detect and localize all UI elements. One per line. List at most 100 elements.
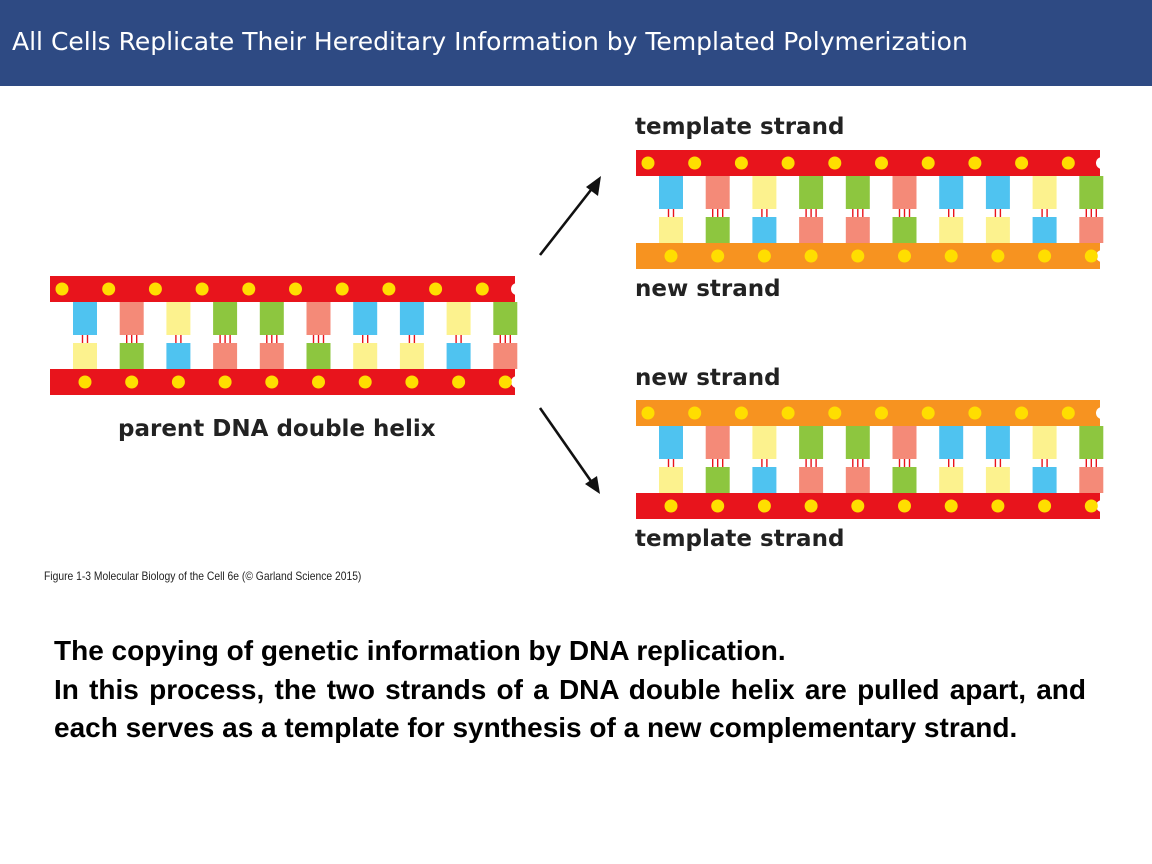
strand-end-notch [511, 376, 523, 388]
base-salmon [119, 302, 144, 335]
base-green [119, 343, 144, 369]
phosphate [429, 282, 443, 296]
phosphate [898, 499, 911, 513]
strand-end-notch [1096, 407, 1108, 419]
base-blue [353, 302, 378, 335]
base-yellow [752, 426, 777, 459]
phosphate [498, 375, 512, 389]
base-green [1079, 176, 1104, 209]
base-blue [166, 343, 191, 369]
parent-dna-helix [50, 276, 523, 395]
phosphate [405, 375, 419, 389]
base-salmon [705, 176, 730, 209]
base-salmon [259, 343, 284, 369]
base-salmon [306, 302, 331, 335]
phosphate [688, 406, 702, 420]
base-yellow [752, 176, 777, 209]
bottom-new-strand-label: new strand [635, 365, 781, 391]
phosphate [195, 282, 209, 296]
phosphate [1061, 406, 1075, 420]
base-yellow [446, 302, 471, 335]
phosphate [968, 156, 982, 170]
phosphate [781, 406, 795, 420]
base-salmon [845, 217, 870, 243]
top-daughter-helix [636, 150, 1108, 269]
base-yellow [985, 217, 1010, 243]
parent-strand-lower [50, 369, 515, 395]
base-blue [1032, 217, 1057, 243]
phosphate [1084, 499, 1098, 513]
phosphate [664, 499, 678, 513]
phosphate [757, 499, 771, 513]
base-green [892, 217, 917, 243]
base-yellow [939, 467, 964, 493]
phosphate [78, 375, 92, 389]
top-template-strand-label: template strand [635, 114, 844, 140]
base-green [892, 467, 917, 493]
top-new-strand-label: new strand [635, 276, 781, 302]
phosphate [734, 156, 748, 170]
dna-replication-figure: parent DNA double helix template strand … [50, 114, 1108, 552]
phosphate [921, 406, 935, 420]
base-blue [985, 176, 1010, 209]
base-blue [752, 217, 777, 243]
base-blue [73, 302, 97, 335]
base-yellow [1032, 426, 1057, 459]
phosphate [781, 156, 795, 170]
strand-end-notch [511, 283, 523, 295]
base-salmon [845, 467, 870, 493]
phosphate [664, 249, 678, 263]
base-green [799, 426, 824, 459]
base-yellow [399, 343, 424, 369]
phosphate [148, 282, 162, 296]
phosphate [688, 156, 702, 170]
template-strand [636, 493, 1100, 519]
phosphate [898, 249, 911, 263]
base-blue [659, 426, 683, 459]
base-blue [752, 467, 777, 493]
phosphate [875, 156, 888, 170]
phosphate [1061, 156, 1075, 170]
base-green [799, 176, 824, 209]
phosphate [102, 282, 116, 296]
base-green [705, 467, 730, 493]
base-yellow [1032, 176, 1057, 209]
base-green [213, 302, 238, 335]
phosphate [265, 375, 279, 389]
phosphate [289, 282, 302, 296]
phosphate [125, 375, 139, 389]
phosphate [452, 375, 466, 389]
parent-helix-label: parent DNA double helix [118, 416, 436, 442]
base-blue [939, 176, 964, 209]
phosphate [968, 406, 982, 420]
parent-strand-upper [50, 276, 515, 302]
phosphate [851, 499, 865, 513]
base-salmon [705, 426, 730, 459]
phosphate [475, 282, 489, 296]
base-yellow [985, 467, 1010, 493]
phosphate [944, 499, 958, 513]
caption-heading: The copying of genetic information by DN… [54, 635, 786, 666]
phosphate [55, 282, 69, 296]
phosphate [641, 156, 655, 170]
phosphate [1038, 249, 1052, 263]
base-blue [939, 426, 964, 459]
phosphate [171, 375, 185, 389]
phosphate [312, 375, 325, 389]
phosphate [991, 249, 1005, 263]
strand-end-notch [1096, 500, 1108, 512]
base-green [845, 426, 870, 459]
base-salmon [892, 426, 917, 459]
base-salmon [1079, 217, 1104, 243]
phosphate [711, 499, 725, 513]
title-bar: All Cells Replicate Their Hereditary Inf… [0, 0, 1152, 86]
base-yellow [659, 217, 683, 243]
base-green [845, 176, 870, 209]
phosphate [875, 406, 888, 420]
base-green [259, 302, 284, 335]
phosphate [828, 406, 842, 420]
phosphate [734, 406, 748, 420]
phosphate [382, 282, 396, 296]
phosphate [1015, 406, 1029, 420]
phosphate [828, 156, 842, 170]
